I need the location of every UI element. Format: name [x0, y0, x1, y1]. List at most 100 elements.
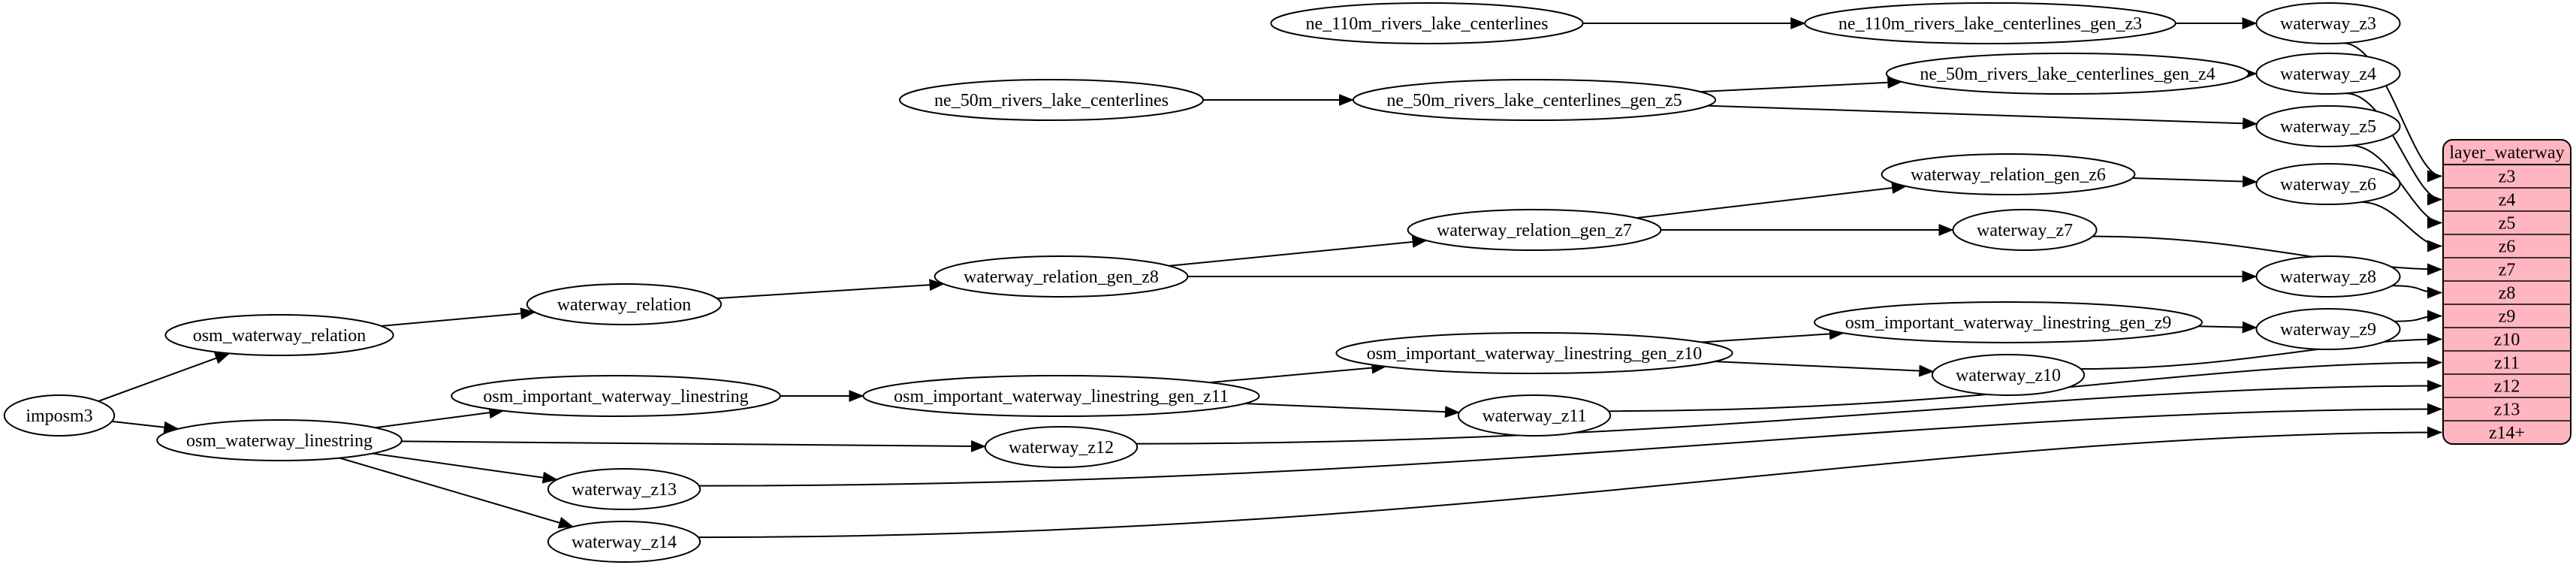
- node-ellipse: [862, 375, 1260, 417]
- table-row-z10: z10: [2494, 331, 2520, 350]
- node-label: ne_50m_rivers_lake_centerlines: [934, 91, 1169, 110]
- node-ellipse: [547, 521, 701, 563]
- node-waterway_z8: waterway_z8: [2255, 255, 2401, 298]
- node-ellipse: [2255, 255, 2401, 298]
- edge-osm_waterway_linestring-to-waterway_z14: [339, 457, 574, 529]
- node-waterway_z6: waterway_z6: [2255, 163, 2401, 205]
- node-ellipse: [2255, 53, 2401, 95]
- node-label: waterway_z6: [2280, 175, 2376, 195]
- node-waterway_relation_gen_z6: waterway_relation_gen_z6: [1881, 153, 2136, 195]
- node-ne_50m_rivers_lake_centerlines: ne_50m_rivers_lake_centerlines: [899, 79, 1204, 121]
- node-label: osm_important_waterway_linestring_gen_z1…: [894, 387, 1229, 406]
- node-waterway_z11: waterway_z11: [1457, 394, 1612, 437]
- edge-osm_waterway_linestring-to-waterway_z12: [401, 440, 986, 452]
- node-label: ne_110m_rivers_lake_centerlines: [1306, 14, 1549, 34]
- edge-waterway_z7-to-layer_waterway-z7: [2092, 235, 2442, 276]
- node-ellipse: [1804, 2, 2176, 44]
- edge-osm_waterway_relation-to-waterway_relation: [381, 307, 536, 327]
- node-ellipse: [1407, 209, 1662, 251]
- node-label: waterway_z10: [1956, 366, 2061, 385]
- node-ellipse: [899, 79, 1204, 121]
- node-label: waterway_relation_gen_z7: [1437, 221, 1632, 240]
- node-label: ne_110m_rivers_lake_centerlines_gen_z3: [1838, 14, 2142, 34]
- node-label: waterway_z11: [1482, 406, 1586, 426]
- node-label: waterway_relation_gen_z8: [964, 267, 1159, 287]
- node-label: waterway_z7: [1977, 221, 2073, 240]
- node-ellipse: [1457, 394, 1612, 437]
- node-ellipse: [547, 468, 701, 510]
- node-label: osm_important_waterway_linestring_gen_z9: [1845, 313, 2172, 333]
- edge-osm_waterway_linestring-to-osm_important_waterway_linestring: [375, 406, 505, 429]
- node-waterway_z3: waterway_z3: [2255, 2, 2401, 44]
- table-background: [2442, 139, 2571, 445]
- edge-ne_50m_rivers_lake_centerlines_gen_z5-to-waterway_z5: [1708, 104, 2258, 130]
- node-ellipse: [984, 426, 1139, 468]
- edge-waterway_z13-to-layer_waterway-z13: [698, 403, 2442, 487]
- node-ellipse: [934, 255, 1189, 298]
- table-row-z9: z9: [2499, 307, 2516, 327]
- node-ellipse: [2255, 105, 2401, 147]
- node-label: ne_50m_rivers_lake_centerlines_gen_z4: [1920, 65, 2215, 84]
- node-ellipse: [2255, 163, 2401, 205]
- edge-waterway_z12-to-layer_waterway-z12: [1136, 379, 2442, 445]
- node-ellipse: [1881, 153, 2136, 195]
- node-ellipse: [2255, 308, 2401, 350]
- edge-waterway_z14-to-layer_waterway-z14+: [698, 426, 2442, 539]
- edge-waterway_relation_gen_z6-to-waterway_z6: [2132, 175, 2258, 188]
- node-ellipse: [3, 394, 116, 437]
- node-osm_waterway_relation: osm_waterway_relation: [164, 314, 394, 356]
- node-ellipse: [526, 283, 722, 325]
- node-waterway_z9: waterway_z9: [2255, 308, 2401, 350]
- node-label: osm_important_waterway_linestring: [483, 387, 748, 406]
- node-osm_waterway_linestring: osm_waterway_linestring: [156, 419, 403, 461]
- edge-waterway_z6-to-layer_waterway-z6: [2360, 201, 2442, 252]
- table-row-z3: z3: [2499, 168, 2516, 187]
- node-ellipse: [451, 375, 781, 417]
- edge-waterway_z9-to-layer_waterway-z9: [2394, 310, 2442, 322]
- node-waterway_z10: waterway_z10: [1931, 354, 2086, 396]
- edge-waterway_z8-to-layer_waterway-z8: [2392, 285, 2442, 299]
- edge-osm_waterway_linestring-to-waterway_z13: [372, 452, 558, 484]
- node-ne_50m_rivers_lake_centerlines_gen_z4: ne_50m_rivers_lake_centerlines_gen_z4: [1885, 53, 2250, 95]
- edge-layer: [98, 17, 2442, 539]
- edge-osm_important_waterway_linestring_gen_z11-to-osm_important_waterway_linestring_gen_z10: [1209, 361, 1387, 384]
- node-waterway_z12: waterway_z12: [984, 426, 1139, 468]
- table-row-z11: z11: [2494, 354, 2520, 373]
- edge-waterway_relation-to-waterway_relation_gen_z8: [716, 279, 945, 300]
- node-ellipse: [1335, 332, 1733, 374]
- node-osm_important_waterway_linestring_gen_z9: osm_important_waterway_linestring_gen_z9: [1814, 301, 2203, 343]
- node-waterway_relation_gen_z8: waterway_relation_gen_z8: [934, 255, 1189, 298]
- node-ellipse: [1814, 301, 2203, 343]
- node-osm_important_waterway_linestring_gen_z10: osm_important_waterway_linestring_gen_z1…: [1335, 332, 1733, 374]
- table-layer_waterway: layer_waterwayz3z4z5z6z7z8z9z10z11z12z13…: [2442, 139, 2571, 445]
- table-row-z13: z13: [2494, 400, 2520, 420]
- node-osm_important_waterway_linestring_gen_z11: osm_important_waterway_linestring_gen_z1…: [862, 375, 1260, 417]
- node-label: waterway_relation_gen_z6: [1911, 165, 2106, 185]
- node-osm_important_waterway_linestring: osm_important_waterway_linestring: [451, 375, 781, 417]
- table-row-z8: z8: [2499, 284, 2516, 304]
- table-title: layer_waterway: [2449, 144, 2564, 163]
- node-ellipse: [156, 419, 403, 461]
- edge-imposm3-to-osm_waterway_linestring: [111, 420, 179, 434]
- node-label: waterway_relation: [557, 295, 692, 315]
- edge-waterway_relation_gen_z7-to-waterway_relation_gen_z6: [1636, 182, 1908, 219]
- node-label: waterway_z3: [2280, 14, 2376, 34]
- edge-waterway_z5-to-layer_waterway-z5: [2351, 144, 2442, 229]
- node-waterway_z14: waterway_z14: [547, 521, 701, 563]
- node-waterway_z7: waterway_z7: [1952, 209, 2098, 251]
- node-label: waterway_z4: [2280, 65, 2376, 84]
- node-ellipse: [164, 314, 394, 356]
- edge-waterway_z3-to-layer_waterway-z3: [2342, 42, 2442, 183]
- table-row-z6: z6: [2499, 237, 2516, 257]
- node-waterway_z13: waterway_z13: [547, 468, 701, 510]
- node-imposm3: imposm3: [3, 394, 116, 437]
- node-label: osm_important_waterway_linestring_gen_z1…: [1367, 344, 1703, 364]
- table-row-z12: z12: [2494, 377, 2520, 397]
- node-label: waterway_z14: [572, 533, 677, 552]
- node-ne_110m_rivers_lake_centerlines: ne_110m_rivers_lake_centerlines: [1270, 2, 1584, 44]
- edge-waterway_z4-to-layer_waterway-z4: [2345, 92, 2442, 206]
- node-label: waterway_z8: [2280, 267, 2376, 287]
- table-row-z5: z5: [2499, 214, 2516, 234]
